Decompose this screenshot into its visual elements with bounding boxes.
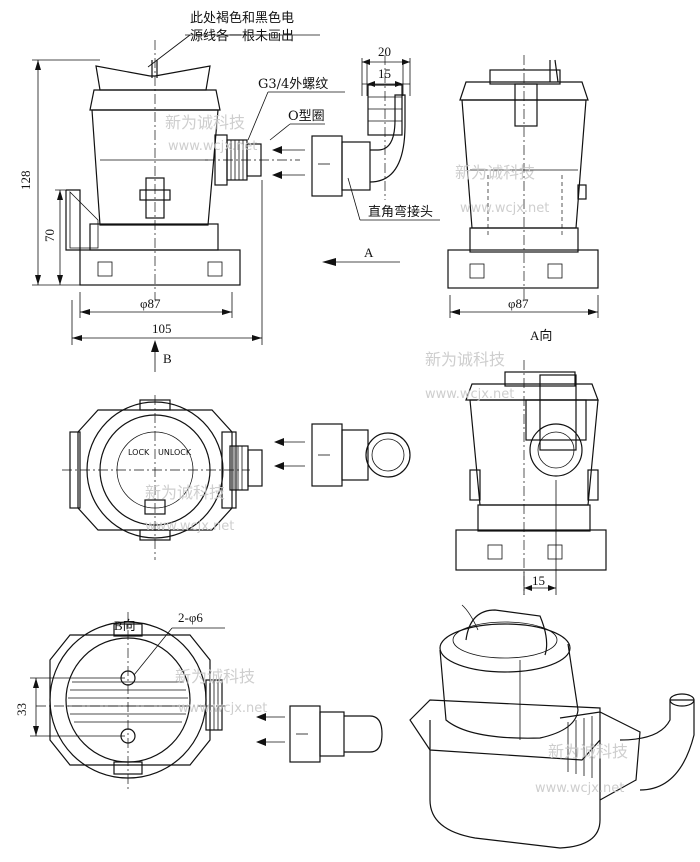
dim-70: 70 bbox=[42, 229, 57, 242]
unlock-label: UNLOCK bbox=[158, 448, 192, 457]
a-direction-view bbox=[455, 360, 607, 595]
lock-label: LOCK bbox=[128, 448, 150, 457]
view-b-label: B向 bbox=[114, 618, 136, 633]
dim-phi87-left: φ87 bbox=[140, 296, 161, 311]
dim-105: 105 bbox=[152, 321, 172, 336]
watermark-brand-2: 新为诚科技 bbox=[455, 163, 535, 182]
watermarks: 新为诚科技 www.wcjx.net 新为诚科技 www.wcjx.net 新为… bbox=[145, 113, 628, 796]
thread-note: G3/4外螺纹 bbox=[258, 77, 328, 92]
watermark-brand-1: 新为诚科技 bbox=[165, 113, 245, 132]
side-view bbox=[447, 55, 599, 318]
dim-phi87-right: φ87 bbox=[508, 296, 529, 311]
arrow-a-label: A bbox=[364, 245, 374, 260]
dim-15-bottom: 15 bbox=[532, 573, 545, 588]
watermark-url-2: www.wcjx.net bbox=[460, 201, 549, 216]
watermark-url-1: www.wcjx.net bbox=[168, 139, 257, 154]
watermark-brand-5: 新为诚科技 bbox=[175, 667, 255, 686]
oring-note: O型圈 bbox=[288, 109, 325, 124]
dim-15-top: 15 bbox=[378, 66, 391, 81]
dim-2-phi6: 2-φ6 bbox=[178, 610, 203, 625]
arrow-b-label: B bbox=[163, 351, 172, 366]
top-view bbox=[62, 395, 411, 560]
watermark-url-4: www.wcjx.net bbox=[145, 519, 234, 534]
dim-20: 20 bbox=[378, 44, 391, 59]
elbow-joint-front bbox=[311, 55, 406, 200]
isometric-view bbox=[409, 604, 695, 849]
elbow-note: 直角弯接头 bbox=[368, 204, 433, 220]
watermark-url-3: www.wcjx.net bbox=[425, 387, 514, 402]
watermark-url-5: www.wcjx.net bbox=[178, 701, 267, 716]
watermark-url-6: www.wcjx.net bbox=[535, 781, 624, 796]
b-direction-view bbox=[30, 612, 383, 790]
wire-note-line2: 源线各一根未画出 bbox=[190, 28, 294, 44]
view-a-label: A向 bbox=[530, 328, 552, 343]
watermark-brand-4: 新为诚科技 bbox=[145, 483, 225, 502]
watermark-brand-3: 新为诚科技 bbox=[425, 350, 505, 369]
watermark-brand-6: 新为诚科技 bbox=[548, 742, 628, 761]
front-view-dimensions bbox=[32, 34, 440, 372]
wire-note-line1: 此处褐色和黑色电 bbox=[190, 10, 294, 26]
dim-33: 33 bbox=[14, 703, 29, 716]
dim-128: 128 bbox=[18, 171, 33, 191]
